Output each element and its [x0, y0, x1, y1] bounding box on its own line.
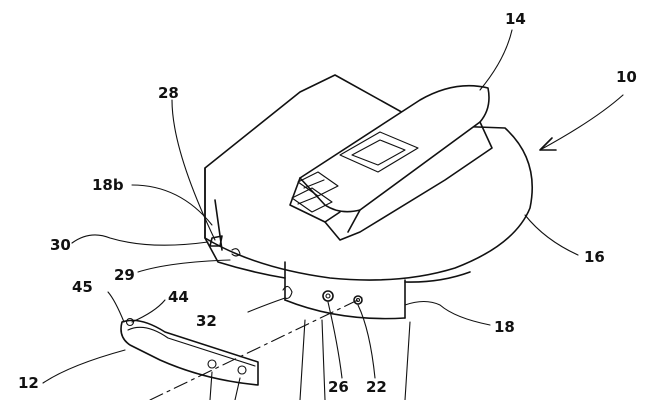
label-16: 16: [584, 248, 605, 266]
label-28: 28: [158, 84, 179, 102]
top-component: [289, 84, 493, 241]
label-29: 29: [114, 266, 135, 284]
label-45: 45: [72, 278, 93, 296]
label-10: 10: [616, 68, 637, 86]
label-18: 18: [494, 318, 515, 336]
label-26: 26: [328, 378, 349, 396]
label-12: 12: [18, 374, 39, 392]
label-30: 30: [50, 236, 71, 254]
label-44: 44: [168, 288, 189, 306]
leader-lines: [42, 29, 624, 400]
bracket: [120, 317, 259, 386]
label-18b: 18b: [92, 176, 124, 194]
center-line: [149, 297, 363, 400]
label-32: 32: [196, 312, 217, 330]
reference-labels: 14 10 28 18b 30 16 29 45 44 32 18 12 26 …: [18, 10, 637, 396]
label-22: 22: [366, 378, 387, 396]
label-14: 14: [505, 10, 526, 28]
fixtures: [209, 235, 363, 305]
